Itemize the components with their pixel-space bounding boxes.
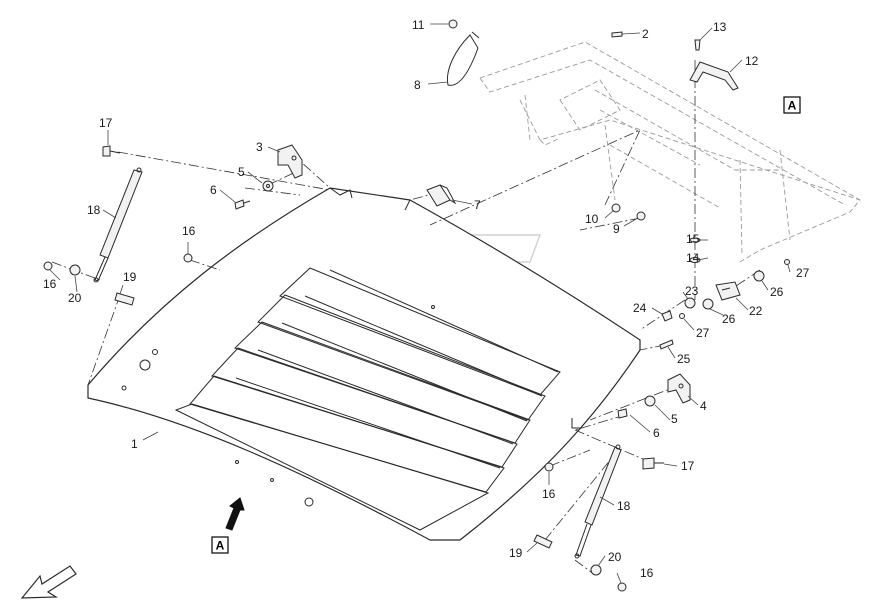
direction-arrow-icon <box>20 565 77 599</box>
callout-17-lower: 17 <box>681 459 695 473</box>
callout-6-lower: 6 <box>653 426 660 440</box>
callout-11: 11 <box>412 18 425 32</box>
callout-20-lower: 20 <box>608 550 622 564</box>
callout-8: 8 <box>414 78 421 92</box>
rubber-block <box>426 184 457 207</box>
view-marker-label: A <box>216 539 225 553</box>
callout-2: 2 <box>642 27 649 41</box>
hinge-bracket-upper <box>277 144 303 179</box>
hood-panel <box>87 187 641 541</box>
callout-15: 15 <box>686 232 700 246</box>
louver-grille <box>174 267 561 531</box>
gas-strut-upper <box>93 167 143 283</box>
fasteners <box>43 19 790 592</box>
callout-labels: 1 2 3 4 5 5 6 6 7 8 9 10 11 12 13 14 15 … <box>43 18 810 580</box>
callout-16-right: 16 <box>640 566 654 580</box>
latch-assembly <box>715 281 741 301</box>
callout-27-lower: 27 <box>696 326 710 340</box>
callout-7: 7 <box>474 198 481 212</box>
callout-22: 22 <box>749 304 763 318</box>
grab-handle <box>689 61 739 91</box>
callout-1: 1 <box>131 437 138 451</box>
callout-16-lower: 16 <box>542 487 556 501</box>
callout-26-lower: 26 <box>722 312 736 326</box>
leader-lines <box>49 23 791 584</box>
callout-19-upper: 19 <box>123 270 137 284</box>
callout-3: 3 <box>256 140 263 154</box>
callout-23: 23 <box>685 284 699 298</box>
callout-18-upper: 18 <box>87 203 101 217</box>
view-arrow-icon <box>225 497 245 531</box>
callout-20-upper: 20 <box>68 291 82 305</box>
callout-16-middle: 16 <box>182 224 196 238</box>
callout-26-upper: 26 <box>770 285 784 299</box>
callout-18-lower: 18 <box>617 499 631 513</box>
callout-25: 25 <box>677 352 691 366</box>
callout-24: 24 <box>633 301 647 315</box>
strap <box>446 31 480 86</box>
callout-10: 10 <box>585 212 599 226</box>
view-marker-box-lower: A <box>211 536 229 554</box>
callout-9: 9 <box>613 222 620 236</box>
callout-5-upper: 5 <box>238 165 245 179</box>
callout-5-lower: 5 <box>671 412 678 426</box>
callout-12: 12 <box>745 54 759 68</box>
callout-17-upper: 17 <box>99 116 113 130</box>
view-marker-box-upper: A <box>783 96 801 114</box>
hinge-bracket-lower <box>667 373 691 404</box>
callout-6-upper: 6 <box>210 183 217 197</box>
callout-13: 13 <box>713 20 727 34</box>
callout-27-upper: 27 <box>796 266 810 280</box>
gas-strut-lower <box>574 444 622 559</box>
callout-14: 14 <box>686 251 700 265</box>
view-marker-label: A <box>788 99 797 113</box>
machine-frame <box>479 41 861 263</box>
callout-16-left: 16 <box>43 277 57 291</box>
callout-4: 4 <box>700 399 707 413</box>
callout-19-lower: 19 <box>509 546 523 560</box>
